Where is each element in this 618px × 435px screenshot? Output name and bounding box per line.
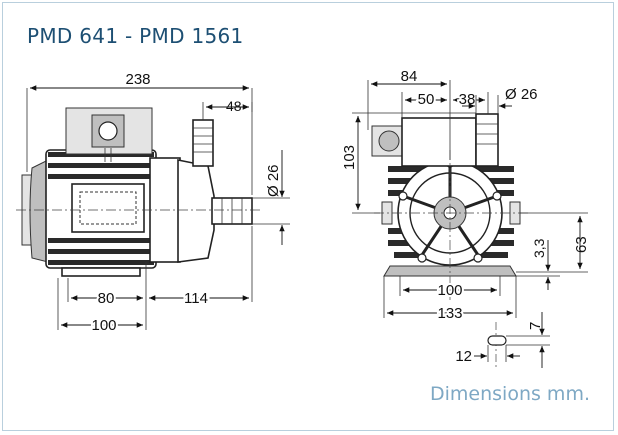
- dim-side-pipe-diameter: Ø 26: [265, 164, 282, 197]
- dim-front-height-103: 103: [341, 145, 358, 170]
- dimensions-unit-note: Dimensions mm.: [430, 383, 590, 405]
- dim-side-outlet-offset: 48: [226, 98, 242, 114]
- dim-front-foot-thickness: 3,3: [531, 238, 547, 258]
- front-dimensions: 84 50 38 Ø 26 103 63: [341, 68, 590, 324]
- outlet-pipe: [192, 119, 214, 167]
- front-outlet-pipe: [475, 113, 499, 167]
- dim-side-total: 238: [125, 71, 150, 88]
- pump-head: [177, 159, 215, 263]
- drawing-frame: [2, 2, 614, 431]
- motor-label-plate: [71, 183, 145, 233]
- slot-detail: 7 12: [455, 312, 550, 370]
- front-terminal-box: [401, 117, 477, 167]
- side-view: [16, 107, 260, 277]
- dim-slot-height: 7: [527, 322, 544, 330]
- side-dimensions: 238 48 Ø 26 80 114 100: [26, 71, 290, 336]
- dim-side-foot-length: 100: [91, 317, 116, 334]
- dim-front-height-63: 63: [573, 236, 590, 253]
- cable-gland-hole: [98, 121, 118, 141]
- dim-front-pipe-diameter: Ø 26: [505, 86, 538, 103]
- dim-front-base-width: 133: [437, 305, 462, 322]
- dim-slot-length: 12: [455, 348, 472, 365]
- dim-front-width-38: 38: [459, 91, 476, 108]
- label-plate-outline: [79, 191, 137, 225]
- dim-front-foot-holes: 100: [437, 282, 462, 299]
- dim-side-foot-to-end: 114: [184, 290, 208, 307]
- page-title: PMD 641 - PMD 1561: [27, 24, 244, 48]
- mounting-slot: [487, 335, 507, 346]
- dim-side-foot-to-outlet: 80: [98, 290, 115, 307]
- front-view: [371, 113, 530, 300]
- dim-front-width-50: 50: [418, 91, 435, 108]
- motor-fan-cover: [29, 159, 49, 263]
- dim-front-width-84: 84: [401, 68, 418, 85]
- side-foot: [61, 267, 141, 277]
